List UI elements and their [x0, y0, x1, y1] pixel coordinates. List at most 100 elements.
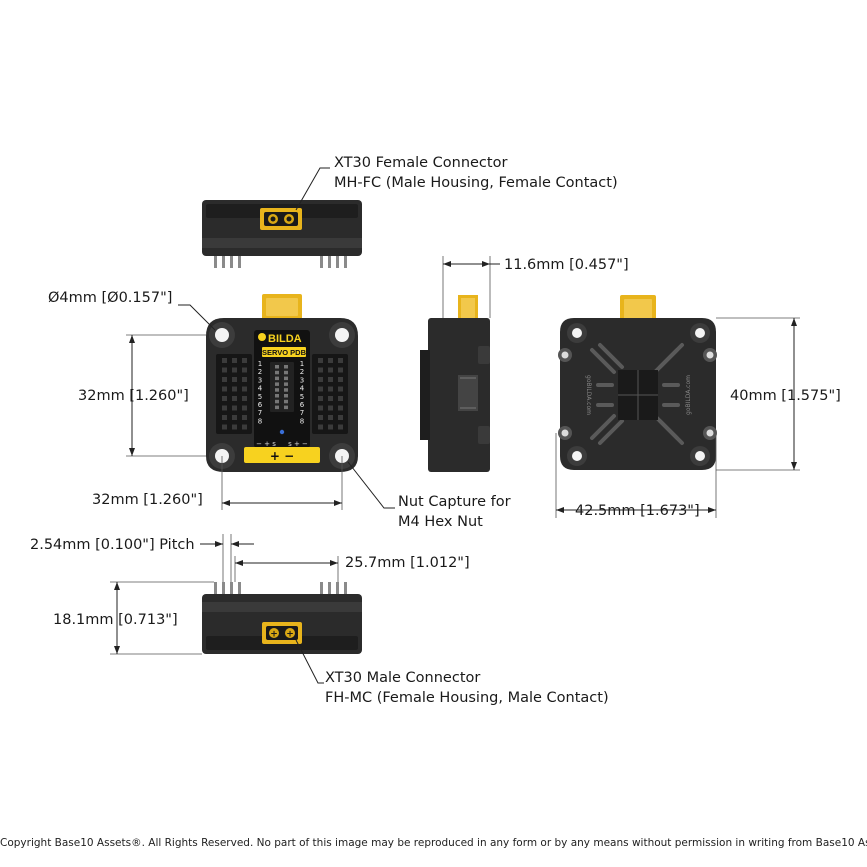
- header-pin: [328, 358, 333, 363]
- nut-capture-label-line2: M4 Hex Nut: [398, 514, 483, 530]
- channel-number: 8: [300, 417, 304, 425]
- header-pin: [338, 358, 343, 363]
- hole-diameter-label: Ø4mm [Ø0.157"]: [48, 290, 172, 306]
- xt30-male-label-line1: XT30 Male Connector: [325, 670, 480, 686]
- xt30-female-label-line2: MH-FC (Male Housing, Female Contact): [334, 175, 618, 191]
- header-pin: [232, 386, 237, 392]
- height-18-1-label: 18.1mm [0.713"]: [53, 612, 178, 628]
- header-pin: [328, 367, 333, 373]
- channel-number: 3: [258, 376, 262, 384]
- top-view-pins: [214, 256, 347, 268]
- center-pin: [284, 399, 288, 404]
- xt30-male-minus-mark: +: [286, 630, 294, 640]
- header-pin: [318, 377, 323, 382]
- power-polarity-label: + −: [270, 449, 294, 463]
- header-pin: [242, 415, 247, 420]
- header-pin: [232, 367, 237, 373]
- header-pin: [328, 415, 333, 420]
- center-pin: [284, 405, 288, 410]
- rib: [653, 414, 679, 440]
- board-model: SERVO PDB: [262, 348, 307, 357]
- servo-header-right: [312, 354, 348, 434]
- header-pin: [328, 386, 333, 392]
- center-pin: [275, 382, 279, 386]
- header-pin: [222, 377, 227, 382]
- header-pin: [242, 386, 247, 392]
- pitch-label: 2.54mm [0.100"] Pitch: [30, 537, 195, 553]
- header-pin: [222, 396, 227, 401]
- back-ribs: [590, 343, 684, 445]
- side-view: 11.6mm [0.457"]: [420, 256, 629, 472]
- header-pin: [232, 377, 237, 382]
- header-pin: [318, 386, 323, 392]
- header-pin: [318, 405, 323, 411]
- header-pin: [232, 358, 237, 363]
- header-pin: [242, 396, 247, 401]
- channel-number: 6: [258, 401, 263, 409]
- header-pin: [338, 405, 343, 411]
- header-pin: [222, 415, 227, 420]
- header-pin: [328, 405, 333, 411]
- channel-number: 5: [258, 393, 262, 401]
- back-brand-right: goBILDA.com: [685, 375, 692, 415]
- width-42-5-label: 42.5mm [1.673"]: [575, 503, 700, 519]
- center-pin: [284, 394, 288, 398]
- back-view: goBILDA.com goBILDA.com 40mm [1.575"] 42…: [555, 295, 841, 519]
- height-32-label: 32mm [1.260"]: [78, 388, 189, 404]
- header-pin: [242, 367, 247, 373]
- center-pin: [284, 365, 288, 369]
- nut-capture-label-line1: Nut Capture for: [398, 494, 511, 510]
- header-pin: [328, 396, 333, 401]
- rib: [590, 414, 616, 440]
- header-pin: [222, 367, 227, 373]
- header-pin: [318, 358, 323, 363]
- header-pin: [318, 415, 323, 420]
- header-pin: [318, 424, 323, 430]
- header-pin: [222, 424, 227, 430]
- header-pin: [242, 424, 247, 430]
- header-pin: [242, 358, 247, 363]
- height-40-label: 40mm [1.575"]: [730, 388, 841, 404]
- header-pin: [222, 405, 227, 411]
- pin-legend-right: s + −: [288, 440, 308, 448]
- header-pin: [328, 377, 333, 382]
- channel-number: 7: [258, 409, 262, 417]
- xt30-female-label-line1: XT30 Female Connector: [334, 155, 507, 171]
- header-pin: [232, 405, 237, 411]
- center-header-pins: [275, 365, 288, 410]
- pin-grid-right: [318, 358, 343, 430]
- rib: [598, 343, 624, 369]
- center-pin: [284, 376, 288, 381]
- header-pin: [222, 386, 227, 392]
- center-pin: [275, 365, 279, 369]
- header-pin: [338, 396, 343, 401]
- center-pin: [275, 405, 279, 410]
- rib: [598, 419, 624, 445]
- header-pin: [232, 396, 237, 401]
- span-25-7-label: 25.7mm [1.012"]: [345, 555, 470, 571]
- back-brand-left: goBILDA.com: [585, 375, 592, 415]
- header-pin: [338, 386, 343, 392]
- center-pin: [275, 394, 279, 398]
- header-pin: [242, 405, 247, 411]
- xt30-male-label-line2: FH-MC (Female Housing, Male Contact): [325, 690, 609, 706]
- rib: [590, 348, 616, 374]
- xt30-male-connector: + +: [262, 622, 302, 644]
- board-brand: BILDA: [268, 333, 302, 345]
- header-pin: [338, 367, 343, 373]
- channel-number: 3: [300, 376, 304, 384]
- pin-grid-left: [222, 358, 247, 430]
- top-view: XT30 Female Connector MH-FC (Male Housin…: [202, 155, 618, 268]
- channel-number: 2: [258, 368, 262, 376]
- servo-header-left: [216, 354, 252, 434]
- center-pin: [275, 388, 279, 392]
- depth-11-6-label: 11.6mm [0.457"]: [504, 257, 629, 273]
- header-pin: [338, 424, 343, 430]
- center-pin: [284, 382, 288, 386]
- width-32-label: 32mm [1.260"]: [92, 492, 203, 508]
- channel-number: 5: [300, 393, 304, 401]
- channel-number: 1: [258, 360, 262, 368]
